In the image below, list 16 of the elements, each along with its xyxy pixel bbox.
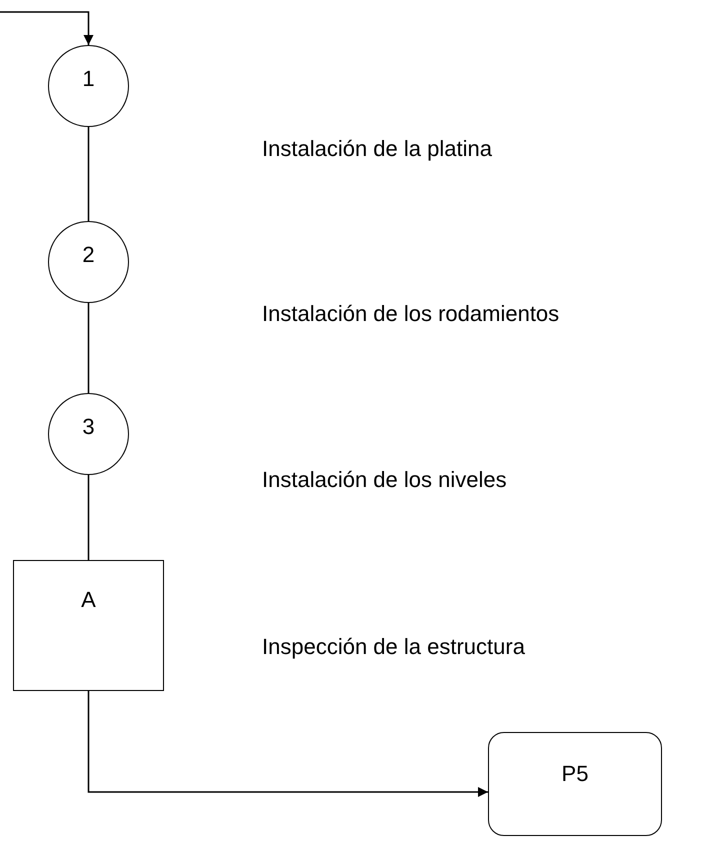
process-box <box>488 732 662 836</box>
arrow <box>88 691 488 797</box>
inspection-box <box>13 560 164 691</box>
arrow <box>0 11 94 45</box>
step-description: Instalación de los niveles <box>262 467 507 493</box>
step-description: Instalación de la platina <box>262 136 492 162</box>
step-number: 3 <box>81 414 96 440</box>
step-number: 2 <box>81 242 96 268</box>
connector-line <box>88 475 90 560</box>
step-number: P5 <box>560 761 590 787</box>
connector-line <box>88 127 90 221</box>
step-description: Instalación de los rodamientos <box>262 301 560 327</box>
connector-line <box>88 303 90 393</box>
step-number: A <box>80 587 97 613</box>
step-number: 1 <box>81 66 96 92</box>
step-description: Inspección de la estructura <box>262 634 525 660</box>
